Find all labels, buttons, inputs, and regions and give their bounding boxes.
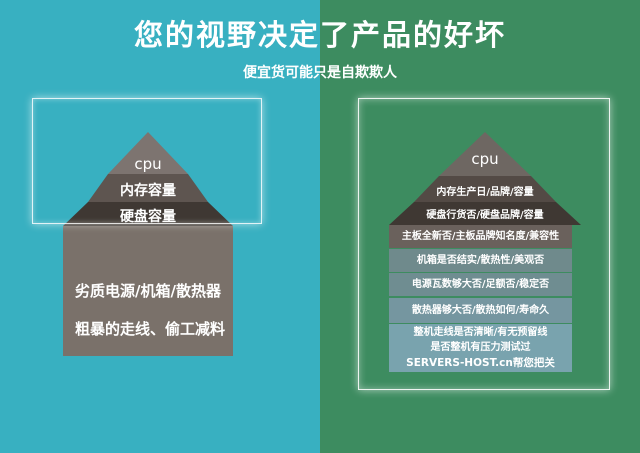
right-roof-tier-3 xyxy=(389,202,581,225)
right-focus-frame xyxy=(358,98,610,390)
right-tier-3-label: 硬盘行货否/硬盘品牌/容量 xyxy=(426,210,544,221)
right-cpu-label: cpu xyxy=(471,150,499,168)
left-tier-3-label: 硬盘容量 xyxy=(120,209,176,225)
left-body-line-2: 粗暴的走线、偷工减料 xyxy=(75,320,226,338)
right-row-power: 电源瓦数够大否/足额否/稳定否 xyxy=(389,273,572,296)
left-house-body xyxy=(63,226,233,356)
left-roof-cpu-tier xyxy=(108,132,188,174)
left-body-line-1: 劣质电源/机箱/散热器 xyxy=(75,282,221,300)
left-focus-frame xyxy=(32,98,262,224)
page-title: 您的视野决定了产品的好坏 xyxy=(133,18,506,52)
right-roof-tier-2 xyxy=(414,176,556,202)
right-row-cooler: 散热器够大否/散热如何/寿命久 xyxy=(389,298,572,323)
left-roof-tier-2 xyxy=(88,174,208,202)
right-row-brand: SERVERS-HOST.cn帮您把关 xyxy=(406,357,555,369)
right-tier-2-label: 内存生产日/品牌/容量 xyxy=(436,187,534,198)
left-tier-2-label: 内存容量 xyxy=(120,183,176,199)
right-row-case: 机箱是否结实/散热性/美观否 xyxy=(389,249,572,272)
page-subtitle: 便宜货可能只是自欺欺人 xyxy=(243,65,397,81)
left-cpu-label: cpu xyxy=(134,155,162,173)
right-roof-cpu-tier xyxy=(439,132,531,176)
right-row-cabling: 整机走线是否清晰/有无预留线 xyxy=(413,327,548,338)
left-roof-tier-3 xyxy=(63,202,233,226)
right-row-mainboard: 主板全新否/主板品牌知名度/兼容性 xyxy=(389,225,572,248)
right-row-stress-test: 是否整机有压力测试过 xyxy=(430,342,531,353)
right-row-bottom-block xyxy=(389,324,572,372)
